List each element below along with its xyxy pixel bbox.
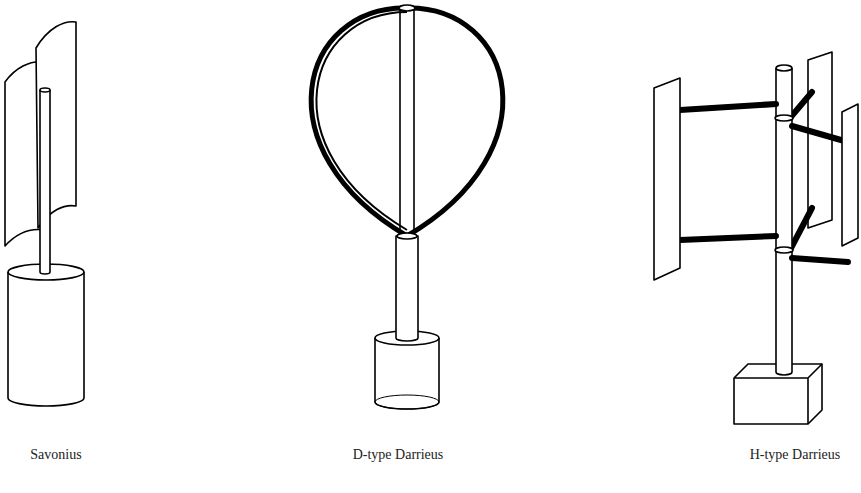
savonius-base bbox=[8, 272, 84, 406]
savonius-shaft-top bbox=[40, 88, 50, 92]
h-darrieus-left-blade bbox=[654, 78, 680, 280]
caption-label: Savonius bbox=[30, 447, 81, 464]
d-darrieus-blade-outer bbox=[311, 8, 503, 236]
d-darrieus-tower bbox=[396, 236, 418, 341]
savonius-shaft bbox=[40, 90, 50, 274]
h-darrieus-back-blade bbox=[808, 52, 832, 228]
h-darrieus-turbine bbox=[654, 52, 858, 424]
d-darrieus-shaft bbox=[400, 8, 414, 238]
d-darrieus-hub-bottom bbox=[397, 233, 417, 239]
caption-label: D-type Darrieus bbox=[353, 447, 444, 464]
h-darrieus-arms bbox=[680, 104, 848, 262]
h-darrieus-back-arms bbox=[790, 92, 812, 250]
d-darrieus-blade-inner bbox=[316, 12, 407, 230]
h-darrieus-right-blade bbox=[842, 104, 858, 246]
caption-label: H-type Darrieus bbox=[750, 447, 841, 464]
d-darrieus-base-bottom-back bbox=[375, 395, 439, 409]
d-darrieus-turbine bbox=[311, 5, 503, 409]
d-darrieus-hub-top bbox=[399, 5, 415, 11]
h-darrieus-shaft bbox=[776, 68, 792, 375]
h-darrieus-shaft-top bbox=[776, 65, 792, 71]
d-darrieus-base bbox=[375, 338, 439, 409]
savonius-turbine bbox=[5, 22, 84, 406]
h-darrieus-shaft-collar-lower bbox=[775, 247, 793, 253]
h-darrieus-shaft-collar-upper bbox=[775, 115, 793, 121]
